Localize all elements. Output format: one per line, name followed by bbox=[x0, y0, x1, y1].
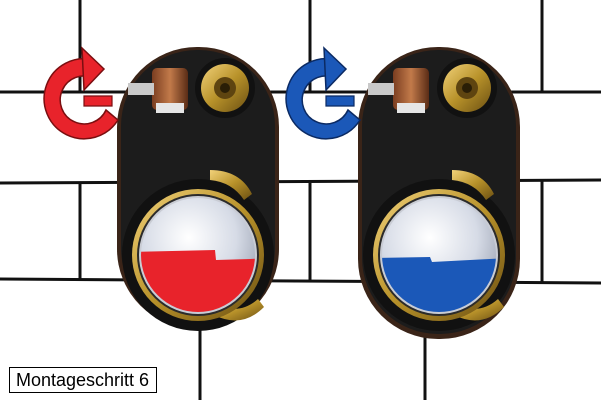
rotate-arrow-icon-blue bbox=[285, 46, 361, 140]
hot-valve-body bbox=[117, 47, 279, 331]
rotate-arrow-icon-red bbox=[43, 46, 119, 140]
cold-valve-body bbox=[358, 47, 520, 339]
step-caption: Montageschritt 6 bbox=[9, 367, 158, 393]
